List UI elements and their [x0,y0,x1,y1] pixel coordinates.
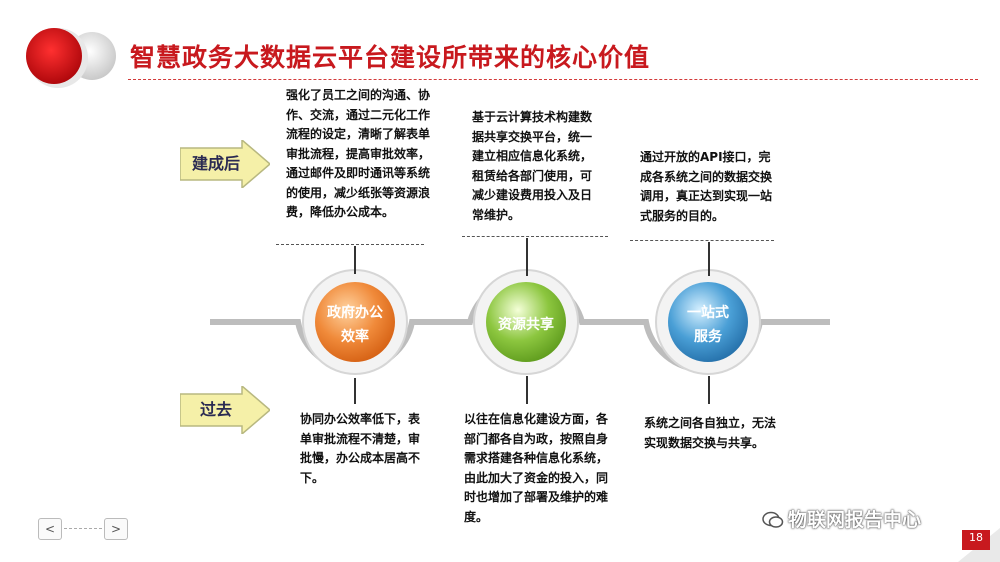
arrow-right-icon [179,384,272,436]
divider [630,240,774,241]
divider [462,236,608,237]
after-text-efficiency: 强化了员工之间的沟通、协作、交流，通过二元化工作流程的设定，清晰了解表单审批流程… [286,88,431,219]
after-text-sharing: 基于云计算技术构建数据共享交换平台，统一建立相应信息化系统，租赁给各部门使用，可… [472,110,593,222]
connector-line [354,378,356,404]
page-number: 18 [969,531,983,544]
divider [276,244,424,245]
circle-label-efficiency: 政府办公 效率 [315,300,395,345]
before-text-sharing: 以往在信息化建设方面，各部门都各自为政，按照自身需求搭建各种信息化系统，由此加大… [464,412,609,524]
circle-label-sharing: 资源共享 [486,312,566,336]
circle-onestop [668,282,748,362]
circle-label-line: 资源共享 [498,317,554,333]
connector-line [526,238,528,276]
watermark: 物联网报告中心 [762,505,921,532]
timeline [210,269,830,375]
wechat-icon [762,511,784,529]
connector-line [708,376,710,404]
title-divider [128,79,978,80]
logo-circles [26,28,116,88]
nav-divider [64,528,102,529]
circle-sharing [486,282,566,362]
arrow-right-icon [179,138,272,190]
circle-label-line: 一站式 [687,305,729,321]
circle-efficiency [315,282,395,362]
connector-line [526,376,528,404]
before-arrow: 过去 [179,384,272,436]
after-arrow: 建成后 [179,138,272,190]
after-label: 建成后 [191,154,240,173]
before-label: 过去 [199,400,232,419]
circle-label-line: 服务 [694,329,722,345]
connector-line [354,246,356,274]
before-text-efficiency: 协同办公效率低下，表单审批流程不清楚，审批慢，办公成本居高不下。 [300,412,421,485]
circle-label-onestop: 一站式 服务 [668,300,748,345]
connector-line [708,242,710,276]
page-corner [958,528,1000,562]
watermark-text: 物联网报告中心 [788,509,922,531]
after-text-onestop: 通过开放的API接口，完成各系统之间的数据交换调用，真正达到实现一站式服务的目的… [640,150,773,223]
circle-label-line: 效率 [341,329,369,345]
page-title: 智慧政务大数据云平台建设所带来的核心价值 [130,43,651,72]
next-button[interactable]: > [104,518,128,540]
before-text-onestop: 系统之间各自独立，无法实现数据交换与共享。 [644,416,777,450]
prev-button[interactable]: < [38,518,62,540]
circle-label-line: 政府办公 [327,305,383,321]
